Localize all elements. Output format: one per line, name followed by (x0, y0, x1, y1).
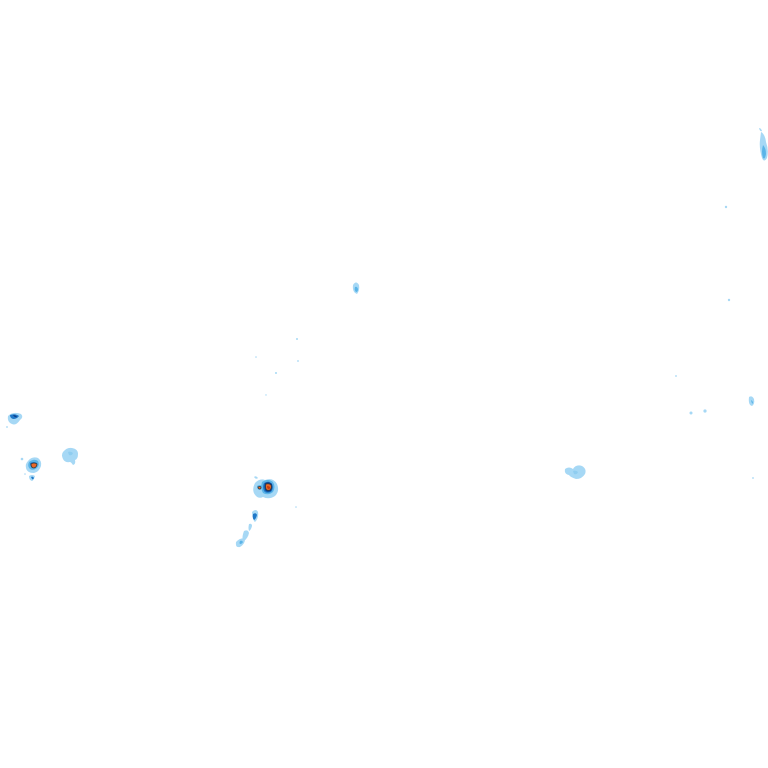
precip-cell-east (564, 465, 586, 479)
precip-cell-center-north (352, 282, 360, 294)
precip-cell-west (62, 447, 78, 465)
precip-specks-middle (255, 338, 299, 508)
precip-band-southwest (235, 510, 259, 548)
precip-cell-central-intense (253, 476, 279, 499)
precip-cell-top-right (759, 128, 768, 161)
precip-specks-right (675, 205, 754, 479)
precip-cell-west-intense (20, 457, 42, 481)
precip-cell-west-edge (6, 412, 23, 428)
precip-cell-right (748, 396, 755, 406)
